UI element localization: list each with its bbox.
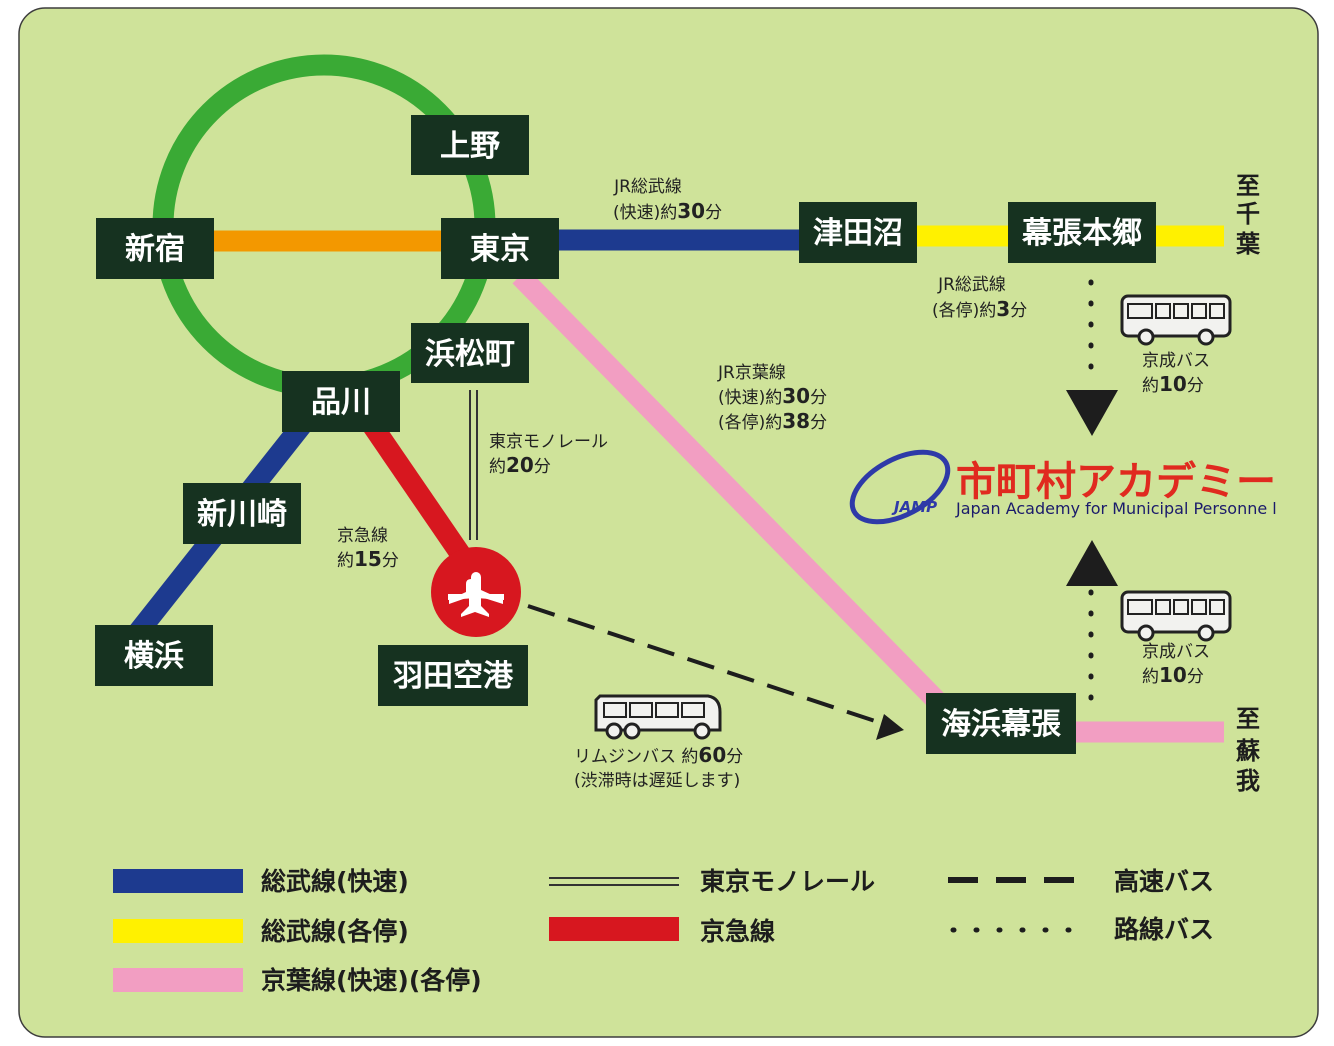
station-tsudanuma[interactable]: 津田沼 (799, 202, 917, 263)
station-ueno[interactable]: 上野 (411, 115, 529, 175)
note-keisei-bus-bottom: 京成バス 約10分 (1142, 642, 1210, 687)
svg-text:約10分: 約10分 (1142, 663, 1204, 687)
destination-soga: 至 蘇 我 (1236, 705, 1260, 795)
note-keiyo: JR京葉線 (快速)約30分 (各停)約38分 (717, 363, 827, 433)
jamp-logo[interactable]: JAMP 市町村アカデミー Japan Academy for Municipa… (841, 438, 1277, 536)
note-limousine-bus: リムジンバス 約60分 (渋滞時は遅延します) (574, 743, 743, 791)
legend-label-highway-bus: 高速バス (1114, 867, 1214, 896)
station-label: 羽田空港 (393, 659, 514, 694)
svg-text:約20分: 約20分 (489, 453, 551, 477)
svg-text:(快速)約30分: (快速)約30分 (613, 199, 722, 223)
note-keisei-bus-top: 京成バス 約10分 (1142, 351, 1210, 396)
svg-text:東京モノレール: 東京モノレール (489, 432, 608, 452)
bus-icon-bottom (1120, 590, 1232, 642)
bus-icon-top (1120, 294, 1232, 346)
legend-swatch-sobu-local (113, 919, 243, 943)
svg-text:京成バス: 京成バス (1142, 351, 1210, 371)
note-monorail: 東京モノレール 約20分 (489, 432, 608, 477)
station-label: 東京 (470, 232, 530, 267)
legend-label-keikyu: 京急線 (700, 917, 775, 946)
svg-text:至: 至 (1236, 172, 1260, 200)
limousine-bus-icon (594, 694, 722, 740)
legend-label-route-bus: 路線バス (1114, 915, 1214, 944)
svg-text:葉: 葉 (1235, 230, 1261, 258)
station-label: 海浜幕張 (941, 707, 1061, 742)
legend-swatch-keikyu (549, 917, 679, 941)
station-label: 横浜 (124, 639, 184, 674)
svg-text:(渋滞時は遅延します): (渋滞時は遅延します) (574, 771, 740, 791)
legend-label-sobu-rapid: 総武線(快速) (261, 867, 409, 896)
station-shinjuku[interactable]: 新宿 (96, 218, 214, 279)
station-label: 新川崎 (197, 497, 287, 532)
svg-text:京急線: 京急線 (337, 526, 388, 546)
route-bus-arrow-up (1066, 540, 1118, 586)
jamp-logo-name-en: Japan Academy for Municipal Personne l (955, 499, 1277, 518)
keiyo-line (512, 268, 944, 708)
svg-text:蘇: 蘇 (1236, 737, 1260, 765)
note-keikyu: 京急線 約15分 (337, 526, 399, 571)
svg-text:リムジンバス 約60分: リムジンバス 約60分 (574, 743, 743, 767)
jamp-logo-swoosh (849, 449, 951, 525)
map-background (18, 7, 1319, 1038)
limousine-bus-arrowhead (876, 714, 904, 740)
station-haneda-airport[interactable]: 羽田空港 (378, 645, 528, 706)
station-makuharihongo[interactable]: 幕張本郷 (1008, 202, 1156, 263)
legend-label-keiyo: 京葉線(快速)(各停) (261, 966, 482, 995)
station-shinagawa[interactable]: 品川 (282, 371, 400, 432)
station-label: 浜松町 (425, 337, 515, 372)
legend-swatch-sobu-rapid (113, 869, 243, 893)
svg-text:(各停)約3分: (各停)約3分 (932, 297, 1027, 321)
svg-text:JR総武線: JR総武線 (613, 177, 682, 197)
keikyu-line (363, 419, 479, 574)
station-label: 新宿 (125, 232, 185, 267)
legend-swatch-keiyo (113, 968, 243, 992)
jamp-logo-mark: JAMP (891, 498, 937, 516)
station-tokyo[interactable]: 東京 (441, 218, 559, 279)
svg-text:約10分: 約10分 (1142, 372, 1204, 396)
svg-text:至: 至 (1236, 705, 1260, 733)
station-label: 津田沼 (813, 216, 903, 251)
route-bus-arrow-down (1066, 390, 1118, 436)
svg-text:約15分: 約15分 (337, 547, 399, 571)
legend: 総武線(快速) 総武線(各停) 京葉線(快速)(各停) 東京モノレール 京急線 … (113, 867, 1214, 995)
svg-text:JR京葉線: JR京葉線 (717, 363, 786, 383)
airplane-icon (431, 547, 521, 637)
limousine-bus-route (527, 604, 885, 726)
svg-text:JR総武線: JR総武線 (937, 275, 1006, 295)
station-kaihinmakuhari[interactable]: 海浜幕張 (926, 693, 1076, 754)
legend-label-monorail: 東京モノレール (700, 867, 875, 896)
svg-text:(各停)約38分: (各停)約38分 (718, 409, 827, 433)
station-yokohama[interactable]: 横浜 (95, 625, 213, 686)
svg-text:我: 我 (1236, 767, 1260, 795)
station-label: 品川 (311, 385, 371, 420)
station-shinkawasaki[interactable]: 新川崎 (183, 483, 301, 544)
svg-text:京成バス: 京成バス (1142, 642, 1210, 662)
svg-text:(快速)約30分: (快速)約30分 (718, 384, 827, 408)
station-hamamatsucho[interactable]: 浜松町 (411, 323, 529, 383)
svg-text:千: 千 (1236, 200, 1260, 228)
destination-chiba: 至 千 葉 (1235, 172, 1261, 258)
station-label: 上野 (440, 129, 500, 164)
legend-label-sobu-local: 総武線(各停) (261, 917, 409, 946)
note-sobu-local: JR総武線 (各停)約3分 (932, 275, 1027, 321)
station-label: 幕張本郷 (1021, 216, 1142, 251)
note-sobu-rapid: JR総武線 (快速)約30分 (613, 177, 722, 223)
jamp-logo-name-jp: 市町村アカデミー (956, 459, 1276, 505)
